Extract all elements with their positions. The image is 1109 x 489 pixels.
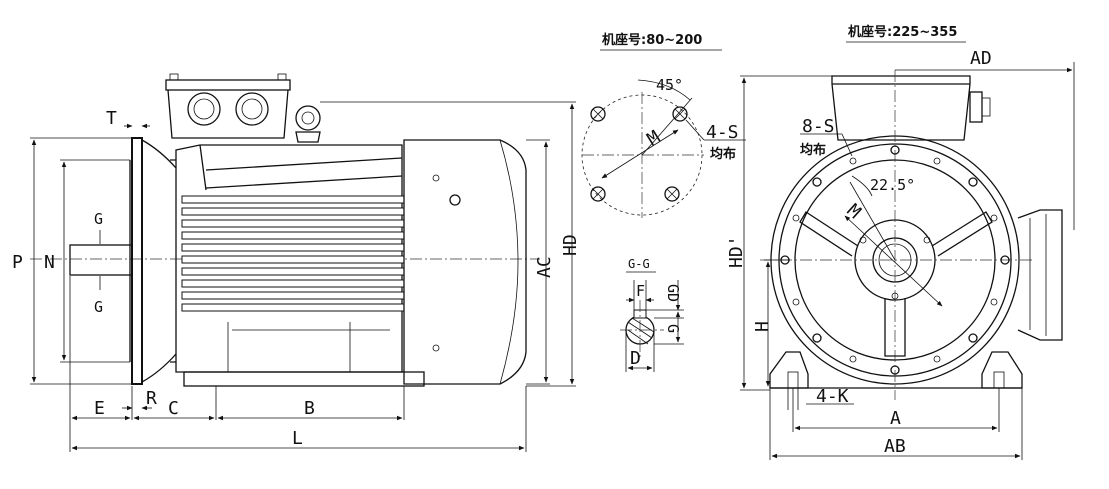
dim-label-HD-prime: HD' <box>726 235 747 268</box>
frame-range-label-right: 机座号:225~355 <box>848 24 957 40</box>
dim-label-L: L <box>292 428 303 449</box>
cooling-fins <box>181 195 405 312</box>
dim-label-B: B <box>304 398 315 419</box>
flange-angle-label: 45° <box>656 76 683 94</box>
dim-label-E: E <box>94 398 105 419</box>
dim-label-P: P <box>12 252 23 273</box>
dim-label-A: A <box>890 408 901 429</box>
flange-even-label: 均布 <box>710 146 736 162</box>
dim-label-T: T <box>106 108 117 129</box>
mounting-flange <box>131 137 143 385</box>
flange-hole-detail: 机座号:80~200 45° M 4-S 均布 <box>581 32 746 218</box>
dim-label-AB: AB <box>884 436 906 457</box>
mounting-foot <box>183 371 425 387</box>
dim-label-N: N <box>44 252 55 273</box>
shaft <box>69 244 133 276</box>
section-mark-G-top: G <box>94 210 103 228</box>
section-D-label: D <box>630 348 641 369</box>
dim-label-HD: HD <box>560 234 581 256</box>
section-F-label: F <box>636 282 645 300</box>
end-holes-label: 8-S <box>802 116 835 137</box>
side-view: T P N G G AC HD E R <box>12 73 581 452</box>
terminal-box <box>165 73 321 143</box>
dim-label-AD: AD <box>970 48 992 69</box>
section-mark-G-bottom: G <box>94 298 103 316</box>
end-mounting-foot <box>769 351 809 389</box>
end-view: 机座号:225~355 <box>726 24 1075 460</box>
dim-label-C: C <box>168 398 179 419</box>
flange-holes-label: 4-S <box>706 122 739 143</box>
end-M-label: M <box>843 200 865 223</box>
flange-M-label: M <box>644 127 664 151</box>
section-title: G-G <box>628 257 650 271</box>
dim-label-AC: AC <box>534 256 555 278</box>
frame-range-label-left: 机座号:80~200 <box>602 32 702 48</box>
dim-label-H: H <box>752 321 773 332</box>
end-even-label: 均布 <box>800 142 826 158</box>
shaft-section-detail: G-G F GD G D <box>620 257 684 372</box>
end-bolt-holes <box>780 145 1010 375</box>
section-GD-label: GD <box>664 284 682 302</box>
flange-bolt-hole <box>590 106 688 202</box>
fan-cover <box>403 139 527 385</box>
end-angle-label: 22.5° <box>870 176 915 194</box>
dim-label-4-K: 4-K <box>816 386 849 407</box>
dim-label-R: R <box>146 388 157 409</box>
section-G-label: G <box>664 324 682 333</box>
